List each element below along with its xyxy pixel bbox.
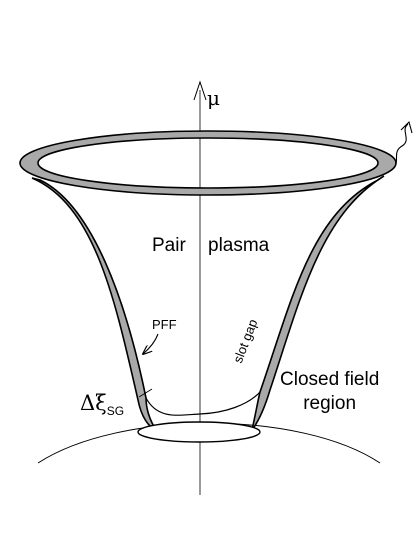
emission-wave-arrow bbox=[387, 123, 409, 173]
gap-width-symbol: Δξ bbox=[80, 391, 107, 415]
gap-width-subscript: SG bbox=[106, 404, 125, 418]
gap-width-line bbox=[138, 388, 153, 398]
pff-pointer-arrow bbox=[143, 333, 159, 354]
plasma-label: plasma bbox=[208, 235, 270, 256]
pff-label: PFF bbox=[152, 317, 177, 332]
polar-cap bbox=[137, 421, 261, 443]
mu-axis-label: μ bbox=[207, 86, 220, 110]
mu-axis-arrowhead bbox=[193, 80, 207, 101]
top-rim-annulus bbox=[19, 130, 397, 196]
gap-width-label: ΔξSG bbox=[80, 391, 125, 418]
inner-field-line bbox=[39, 179, 379, 416]
emission-arrowhead bbox=[400, 120, 413, 134]
closed-field-line2: region bbox=[303, 393, 357, 414]
closed-field-label: Closed field region bbox=[280, 368, 379, 416]
pair-label: Pair bbox=[152, 235, 186, 256]
closed-field-line1: Closed field bbox=[280, 369, 380, 390]
